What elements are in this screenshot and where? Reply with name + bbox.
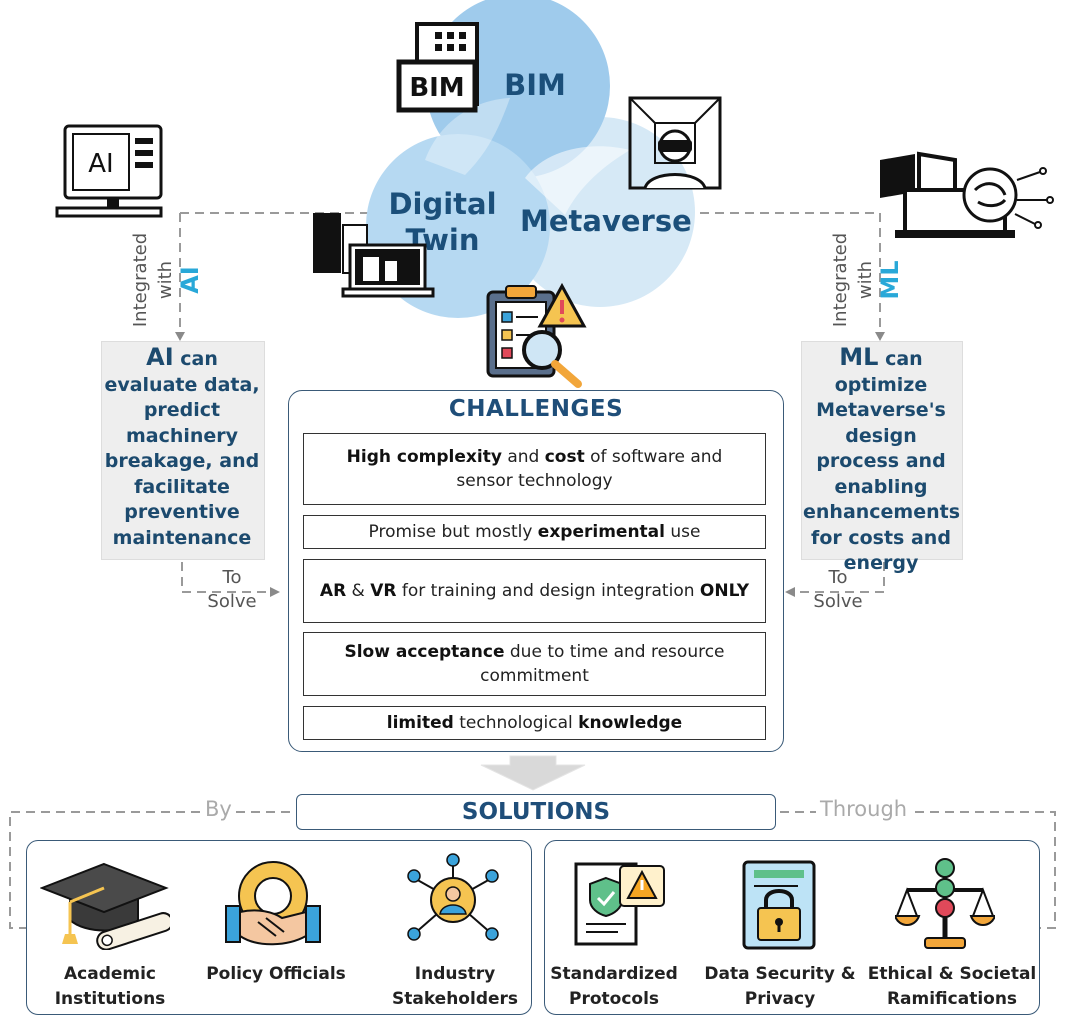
challenge-bold-text: High complexity bbox=[346, 447, 502, 467]
ai-computer-icon: AI bbox=[55, 124, 163, 218]
challenge-item: AR & VR for training and design integrat… bbox=[303, 559, 766, 623]
metaverse-label: Metaverse bbox=[520, 204, 692, 238]
right-tech-text: ML bbox=[876, 260, 904, 300]
challenge-bold-text: cost bbox=[544, 447, 585, 467]
challenge-bold-text: limited bbox=[386, 713, 454, 733]
challenge-bold-text: AR bbox=[319, 581, 347, 601]
left-desc-rest: can evaluate data, predict machinery bre… bbox=[104, 348, 260, 549]
ai-icon-text: AI bbox=[88, 149, 113, 179]
challenge-item: limited technological knowledge bbox=[303, 706, 766, 740]
challenge-bold-text: ONLY bbox=[699, 581, 750, 601]
solutions-title: SOLUTIONS bbox=[296, 794, 776, 830]
bim-label: BIM bbox=[504, 68, 566, 102]
solution-label-protocols: Standardized Protocols bbox=[550, 964, 678, 1009]
by-label: By bbox=[201, 797, 236, 821]
challenge-regular-text: & bbox=[346, 581, 371, 601]
left-ai-box bbox=[101, 341, 265, 560]
right-to-text: To bbox=[828, 567, 848, 588]
right-ml-box bbox=[801, 341, 963, 560]
challenge-regular-text: Promise but mostly bbox=[368, 522, 538, 542]
challenge-text: Slow acceptance due to time and resource… bbox=[318, 640, 751, 688]
left-integration-label: Integrated with AI bbox=[128, 225, 204, 335]
bim-icon-text: BIM bbox=[409, 73, 464, 103]
solution-label-policy: Policy Officials bbox=[206, 964, 346, 984]
challenge-regular-text: technological bbox=[453, 713, 579, 733]
challenge-text: AR & VR for training and design integrat… bbox=[320, 579, 749, 603]
handshake-gear-icon bbox=[225, 861, 321, 946]
left-with-text: with bbox=[155, 260, 176, 300]
stakeholder-network-icon bbox=[407, 853, 499, 941]
right-integrated-text: Integrated bbox=[830, 232, 851, 328]
solution-label-industry: Industry Stakeholders bbox=[391, 964, 519, 1009]
right-ml-description: ML can optimize Metaverse's design proce… bbox=[803, 343, 961, 577]
protocol-document-icon bbox=[574, 862, 665, 946]
challenge-item: Slow acceptance due to time and resource… bbox=[303, 632, 766, 696]
challenge-regular-text: and bbox=[501, 447, 545, 467]
challenge-bold-text: knowledge bbox=[578, 713, 683, 733]
digital-twin-label: Digital Twin bbox=[388, 187, 497, 257]
left-to-solve: To Solve bbox=[200, 566, 264, 614]
challenge-regular-text: of software and sensor technology bbox=[456, 447, 723, 491]
right-integration-label: Integrated with ML bbox=[828, 225, 904, 335]
digital-twin-city-icon bbox=[313, 213, 435, 298]
challenge-bold-text: Slow acceptance bbox=[344, 642, 505, 662]
right-desc-rest: can optimize Metaverse's design process … bbox=[803, 348, 961, 574]
right-to-solve: To Solve bbox=[806, 566, 870, 614]
bim-building-icon: BIM bbox=[396, 22, 479, 113]
solution-label-ethical: Ethical & Societal Ramifications bbox=[867, 964, 1037, 1009]
challenge-text: Promise but mostly experimental use bbox=[369, 520, 701, 544]
challenge-text: High complexity and cost of software and… bbox=[318, 445, 751, 493]
left-desc-lead: AI bbox=[146, 343, 174, 371]
challenges-title: CHALLENGES bbox=[448, 396, 624, 422]
clipboard-warning-icon bbox=[486, 282, 587, 388]
left-tech-text: AI bbox=[176, 266, 204, 294]
challenge-regular-text: use bbox=[664, 522, 701, 542]
left-to-text: To bbox=[222, 567, 242, 588]
left-ai-description: AI can evaluate data, predict machinery … bbox=[104, 343, 260, 551]
vr-headset-icon bbox=[628, 96, 722, 190]
right-desc-lead: ML bbox=[839, 343, 879, 371]
graduation-cap-icon bbox=[40, 862, 170, 950]
challenge-item: High complexity and cost of software and… bbox=[303, 433, 766, 505]
right-with-text: with bbox=[855, 260, 876, 300]
padlock-document-icon bbox=[742, 860, 816, 950]
left-integrated-text: Integrated bbox=[130, 232, 151, 328]
right-solve-text: Solve bbox=[813, 591, 863, 612]
challenge-item: Promise but mostly experimental use bbox=[303, 515, 766, 549]
challenge-regular-text: for training and design integration bbox=[396, 581, 700, 601]
challenge-regular-text: due to time and resource commitment bbox=[480, 642, 725, 686]
challenge-text: limited technological knowledge bbox=[387, 711, 682, 735]
challenge-bold-text: experimental bbox=[537, 522, 665, 542]
through-label: Through bbox=[816, 797, 912, 821]
venn-diagram bbox=[366, 0, 695, 318]
ml-book-brain-icon bbox=[880, 151, 1054, 238]
left-solve-text: Solve bbox=[207, 591, 257, 612]
solution-label-security: Data Security & Privacy bbox=[704, 964, 856, 1009]
solution-label-academic: Academic Institutions bbox=[54, 964, 166, 1009]
balance-scale-icon bbox=[895, 858, 995, 949]
challenge-bold-text: VR bbox=[370, 581, 397, 601]
